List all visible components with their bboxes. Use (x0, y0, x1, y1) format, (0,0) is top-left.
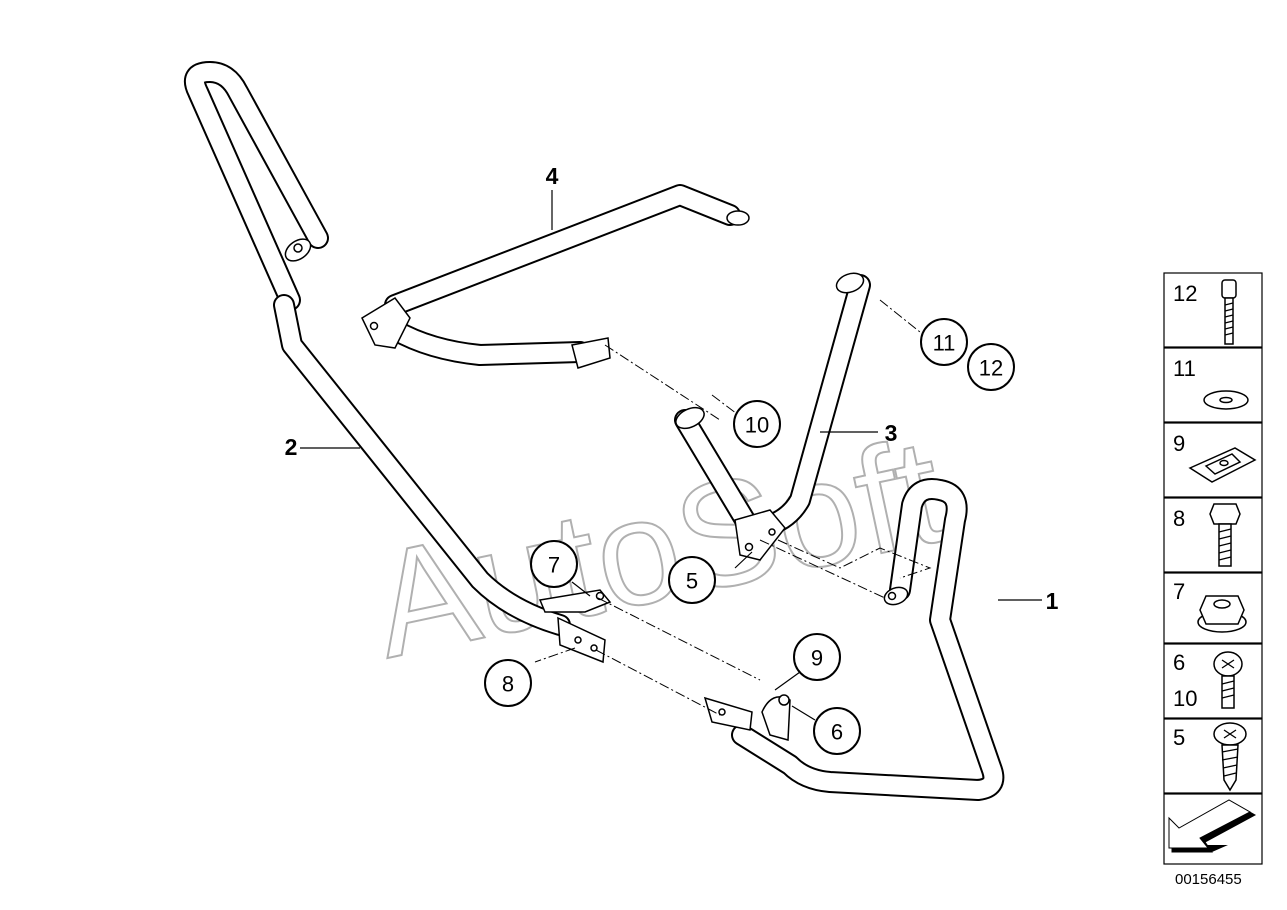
svg-text:10: 10 (745, 413, 769, 438)
legend-row-6-10: 6 10 (1163, 643, 1263, 719)
legend-row-12: 12 (1163, 272, 1263, 348)
callout-8: 8 (484, 659, 532, 707)
torx-bolt-icon (1213, 651, 1243, 709)
svg-text:9: 9 (811, 646, 823, 671)
svg-text:9: 9 (1173, 431, 1185, 456)
svg-text:6: 6 (1173, 650, 1185, 675)
legend-row-11: 11 (1163, 347, 1263, 423)
svg-text:11: 11 (933, 331, 956, 356)
callout-3: 3 (885, 420, 898, 446)
callout-7: 7 (530, 540, 578, 588)
leader-lines (300, 190, 1042, 721)
crash-bar-left (184, 61, 612, 664)
hex-bolt-icon (1209, 503, 1241, 567)
legend-row-arrow (1163, 793, 1263, 865)
callout-11: 11 (920, 318, 968, 366)
svg-text:6: 6 (831, 720, 843, 745)
upper-strut (361, 184, 750, 369)
callout-9: 9 (793, 633, 841, 681)
svg-text:10: 10 (1173, 686, 1197, 711)
svg-text:11: 11 (1173, 356, 1196, 381)
svg-text:8: 8 (1173, 506, 1185, 531)
legend-row-9: 9 (1163, 422, 1263, 498)
callout-6: 6 (813, 707, 861, 755)
svg-text:8: 8 (502, 672, 514, 697)
callout-4: 4 (546, 163, 559, 189)
socket-head-bolt-icon (1221, 279, 1237, 345)
legend-row-7: 7 (1163, 572, 1263, 644)
direction-arrow-icon (1168, 799, 1257, 853)
svg-text:7: 7 (548, 553, 560, 578)
washer-icon (1203, 390, 1249, 410)
svg-text:7: 7 (1173, 579, 1185, 604)
callout-1: 1 (1046, 588, 1059, 614)
svg-text:12: 12 (1173, 281, 1197, 306)
legend-row-5: 5 (1163, 718, 1263, 794)
assembly-lines (534, 299, 932, 716)
callout-12: 12 (967, 343, 1015, 391)
svg-text:12: 12 (979, 356, 1003, 381)
svg-text:5: 5 (686, 569, 698, 594)
legend-row-8: 8 (1163, 497, 1263, 573)
callout-5: 5 (668, 556, 716, 604)
callout-2: 2 (285, 434, 298, 460)
tapping-screw-icon (1213, 722, 1247, 792)
hex-nut-icon (1197, 595, 1247, 633)
diagonal-strut (674, 272, 871, 561)
svg-text:5: 5 (1173, 725, 1185, 750)
diagram-id: 00156455 (1175, 871, 1242, 888)
crash-bar-right (703, 478, 1005, 801)
legend-panel: 12 11 9 (1163, 272, 1263, 865)
callout-10: 10 (733, 400, 781, 448)
clip-nut-icon (1188, 447, 1257, 483)
